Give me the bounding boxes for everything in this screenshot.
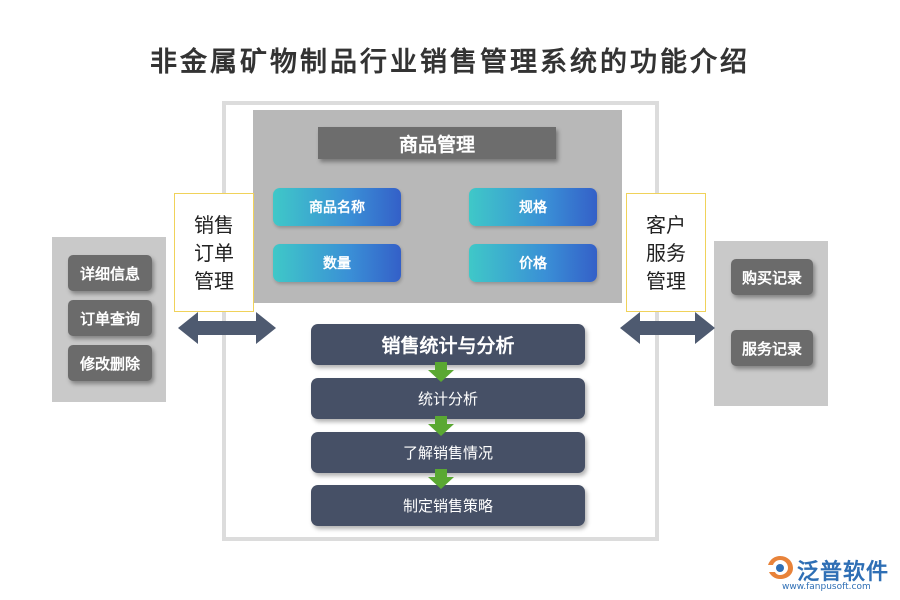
product-item-quantity: 数量 <box>273 244 401 282</box>
edit-delete-button[interactable]: 修改删除 <box>68 345 152 381</box>
purchase-record-button[interactable]: 购买记录 <box>731 259 813 295</box>
product-item-name: 商品名称 <box>273 188 401 226</box>
fanpu-logo-icon <box>768 556 793 579</box>
service-record-button[interactable]: 服务记录 <box>731 330 813 366</box>
right-double-arrow-icon <box>620 312 715 344</box>
flow-step-understand-sales: 了解销售情况 <box>311 432 585 473</box>
product-item-spec: 规格 <box>469 188 597 226</box>
product-item-price: 价格 <box>469 244 597 282</box>
flow-step-make-strategy: 制定销售策略 <box>311 485 585 526</box>
flow-arrow-icon <box>428 362 454 382</box>
logo-url: www.fanpusoft.com <box>782 582 871 592</box>
customer-service-label: 客户 服务 管理 <box>626 193 706 312</box>
left-double-arrow-icon <box>178 312 276 344</box>
flow-header: 销售统计与分析 <box>311 324 585 365</box>
detail-info-button[interactable]: 详细信息 <box>68 255 152 291</box>
logo-name: 泛普软件 <box>797 560 890 585</box>
sales-order-label: 销售 订单 管理 <box>174 193 254 312</box>
order-query-button[interactable]: 订单查询 <box>68 300 152 336</box>
flow-step-statistics: 统计分析 <box>311 378 585 419</box>
page-title: 非金属矿物制品行业销售管理系统的功能介绍 <box>150 47 750 78</box>
product-header: 商品管理 <box>318 127 556 159</box>
flow-arrow-icon <box>428 469 454 489</box>
flow-arrow-icon <box>428 416 454 436</box>
